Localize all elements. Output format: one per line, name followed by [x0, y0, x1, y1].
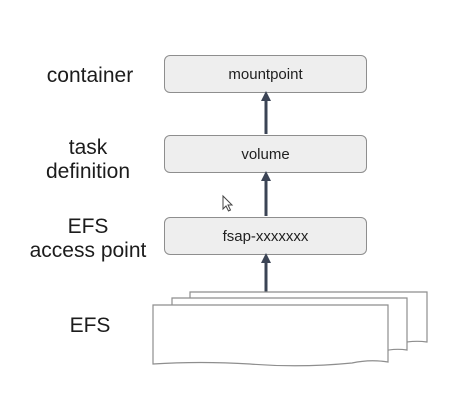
container-label-text: container [46, 64, 134, 87]
task-definition-label-line2: definition [45, 160, 131, 183]
document-stack-icon [152, 291, 428, 367]
access-point-box: fsap-xxxxxxx [164, 217, 367, 255]
efs-label-text: EFS [69, 314, 111, 337]
mouse-cursor-icon [222, 194, 234, 212]
efs-access-point-label-line1: EFS [67, 215, 109, 238]
efs-access-point-label-line2: access point [29, 239, 147, 262]
volume-box: volume [164, 135, 367, 173]
container-label: container [42, 64, 138, 88]
access-point-box-text: fsap-xxxxxxx [222, 227, 309, 245]
efs-access-point-label: EFS access point [22, 215, 154, 263]
efs-label: EFS [62, 314, 118, 338]
mountpoint-box-text: mountpoint [228, 65, 303, 83]
volume-box-text: volume [241, 145, 290, 163]
task-definition-label: task definition [36, 136, 140, 184]
task-definition-label-line1: task [68, 136, 108, 159]
